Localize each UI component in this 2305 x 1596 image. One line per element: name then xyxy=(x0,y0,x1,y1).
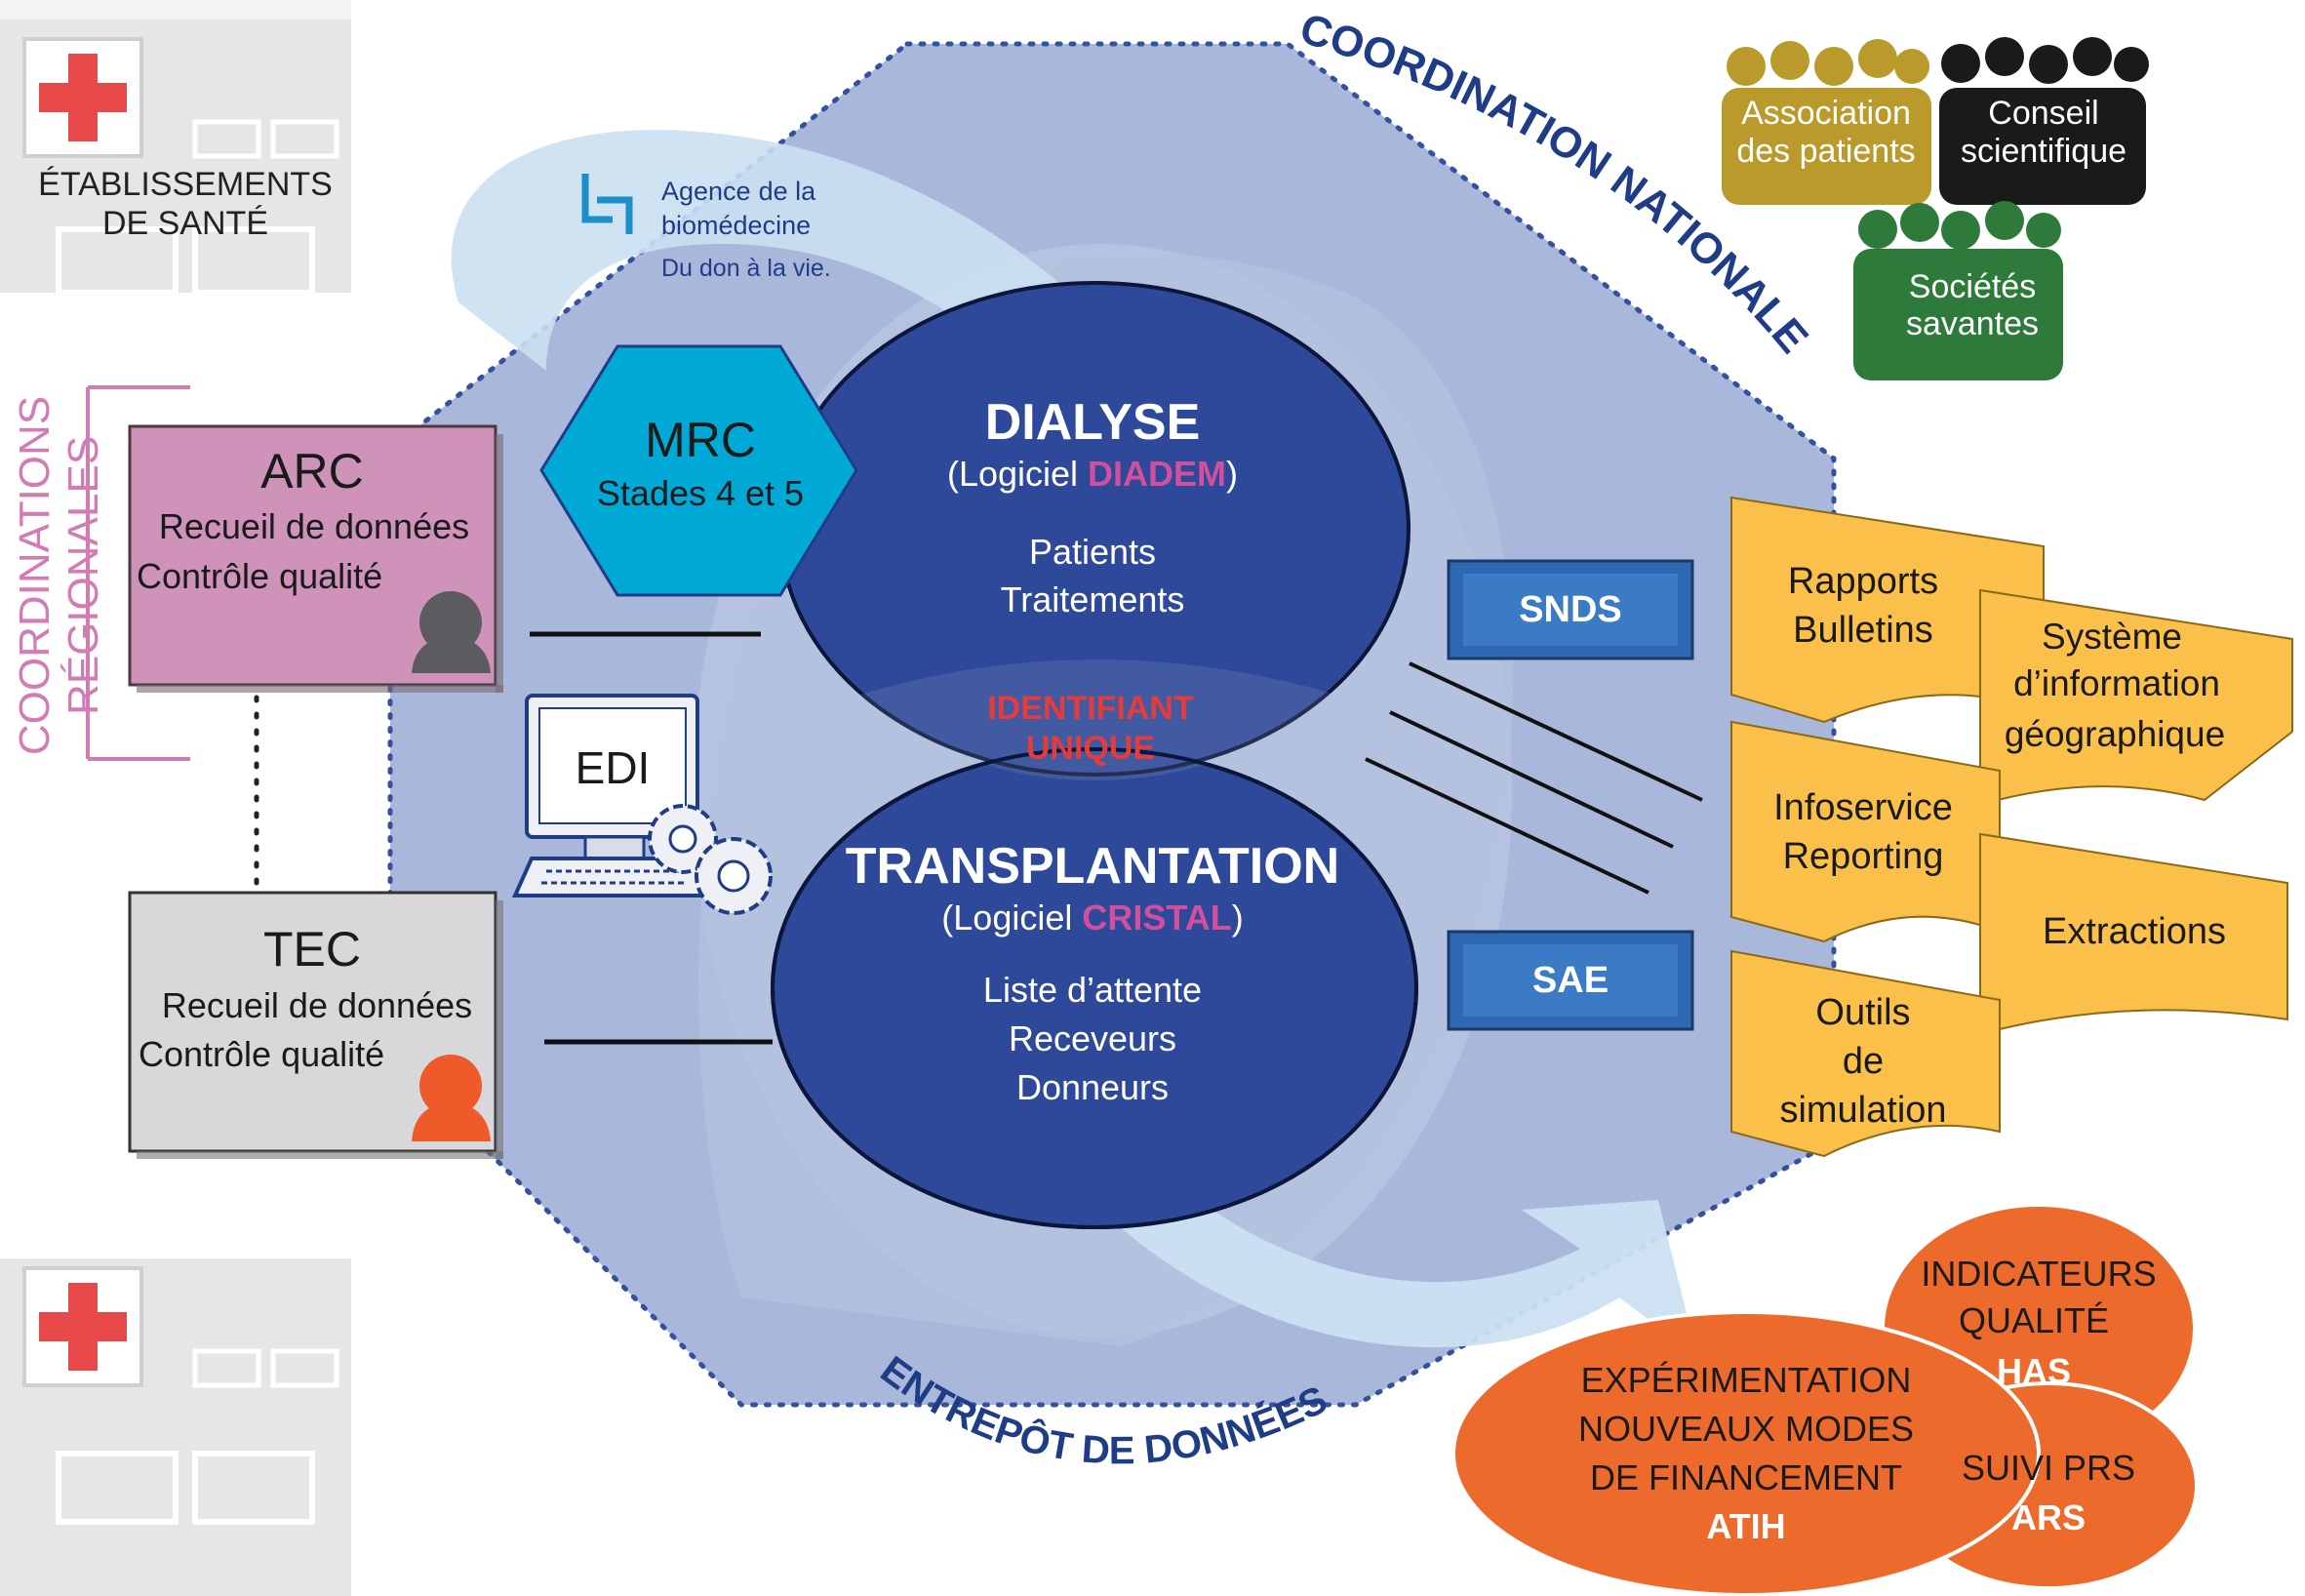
arrow-arc-bottom xyxy=(1073,1151,1697,1356)
transplantation-line2: Receveurs xyxy=(1009,1018,1176,1058)
transplantation-logiciel: (Logiciel CRISTAL) xyxy=(941,898,1243,938)
agence-logo-icon xyxy=(581,174,633,234)
people-group-association-icon xyxy=(1722,39,1931,205)
societes-line1: Sociétés xyxy=(1909,268,2036,305)
mrc-hexagon xyxy=(539,344,858,597)
person-gray-icon xyxy=(412,591,491,673)
person-orange-icon xyxy=(412,1055,491,1141)
dialyse-title: DIALYSE xyxy=(985,394,1201,451)
societes-line2: savantes xyxy=(1906,305,2039,342)
sae-label: SAE xyxy=(1532,960,1609,1001)
indicateurs-line2: QUALITÉ xyxy=(1959,1300,2109,1340)
mrc-title: MRC xyxy=(645,413,756,467)
transplantation-line1: Liste d’attente xyxy=(983,970,1202,1010)
output-line-1 xyxy=(1409,661,1703,802)
folder-sig xyxy=(1979,588,2293,807)
dialyse-line1: Patients xyxy=(1029,532,1156,572)
tec-title: TEC xyxy=(263,922,361,977)
experimentation-line2: NOUVEAUX MODES xyxy=(1578,1409,1914,1449)
gear-icon xyxy=(648,804,773,915)
people-group-conseil-icon xyxy=(1939,37,2149,205)
conseil-line2: scientifique xyxy=(1961,133,2126,170)
sig-line1: Système xyxy=(2042,617,2182,657)
experimentation-line1: EXPÉRIMENTATION xyxy=(1581,1360,1912,1400)
identifiant-line1: IDENTIFIANT xyxy=(987,690,1194,727)
dialyse-logiciel: (Logiciel DIADEM) xyxy=(947,454,1238,494)
hospital-top-icon xyxy=(0,0,351,296)
arc-title: ARC xyxy=(260,444,364,499)
regional-line1: COORDINATIONS xyxy=(11,396,59,755)
arc-line2: Contrôle qualité xyxy=(137,556,382,596)
suivi-line1: SUIVI PRS xyxy=(1962,1448,2135,1488)
dialyse-line2: Traitements xyxy=(1001,579,1185,619)
arrow-arc-top xyxy=(451,130,1102,371)
agence-name2: biomédecine xyxy=(661,211,811,240)
people-group-societes-icon xyxy=(1853,201,2063,380)
experimentation-ellipse xyxy=(1451,1310,2041,1596)
snds-badge xyxy=(1447,559,1694,660)
transplantation-line3: Donneurs xyxy=(1016,1067,1169,1107)
conseil-line1: Conseil xyxy=(1988,95,2098,132)
outils-line1: Outils xyxy=(1815,992,1910,1033)
rapports-line1: Rapports xyxy=(1788,561,1938,602)
regional-bracket xyxy=(86,385,190,761)
association-line2: des patients xyxy=(1736,133,1915,170)
etablissements-line1: ÉTABLISSEMENTS xyxy=(38,166,333,203)
tec-line2: Contrôle qualité xyxy=(139,1034,384,1074)
edi-label: EDI xyxy=(576,742,651,793)
computer-icon xyxy=(511,694,715,898)
folder-infoservice xyxy=(1730,720,2001,943)
etablissements-line2: DE SANTÉ xyxy=(102,205,268,242)
extractions-label: Extractions xyxy=(2043,911,2226,952)
association-line1: Association xyxy=(1741,95,1911,132)
transplantation-title: TRANSPLANTATION xyxy=(846,838,1339,895)
identifiant-line2: UNIQUE xyxy=(1026,730,1155,767)
suivi-org: ARS xyxy=(2011,1497,2086,1537)
hospital-bottom-icon xyxy=(0,1258,351,1596)
sig-line3: géographique xyxy=(2005,714,2225,754)
output-line-2 xyxy=(1389,710,1674,849)
outils-line3: simulation xyxy=(1779,1090,1946,1131)
sae-badge xyxy=(1447,930,1694,1031)
regional-line2: RÉGIONALES xyxy=(60,436,107,715)
indicateurs-line1: INDICATEURS xyxy=(1921,1254,2156,1294)
experimentation-line3: DE FINANCEMENT xyxy=(1590,1457,1902,1497)
indicateurs-org: HAS xyxy=(1997,1351,2071,1391)
snds-label: SNDS xyxy=(1519,589,1622,630)
agence-tagline: Du don à la vie. xyxy=(661,255,831,282)
experimentation-org: ATIH xyxy=(1706,1506,1785,1546)
outils-line2: de xyxy=(1843,1041,1884,1082)
folder-outils xyxy=(1730,949,2001,1158)
arc-line1: Recueil de données xyxy=(159,506,469,546)
mrc-subtitle: Stades 4 et 5 xyxy=(597,473,804,513)
tec-line1: Recueil de données xyxy=(162,985,472,1025)
output-line-3 xyxy=(1365,757,1649,895)
sig-line2: d’information xyxy=(2013,663,2220,703)
infoservice-line1: Infoservice xyxy=(1773,787,1953,828)
folder-extractions xyxy=(1979,832,2288,1036)
infoservice-line2: Reporting xyxy=(1783,836,1944,877)
rapports-line2: Bulletins xyxy=(1793,610,1933,651)
